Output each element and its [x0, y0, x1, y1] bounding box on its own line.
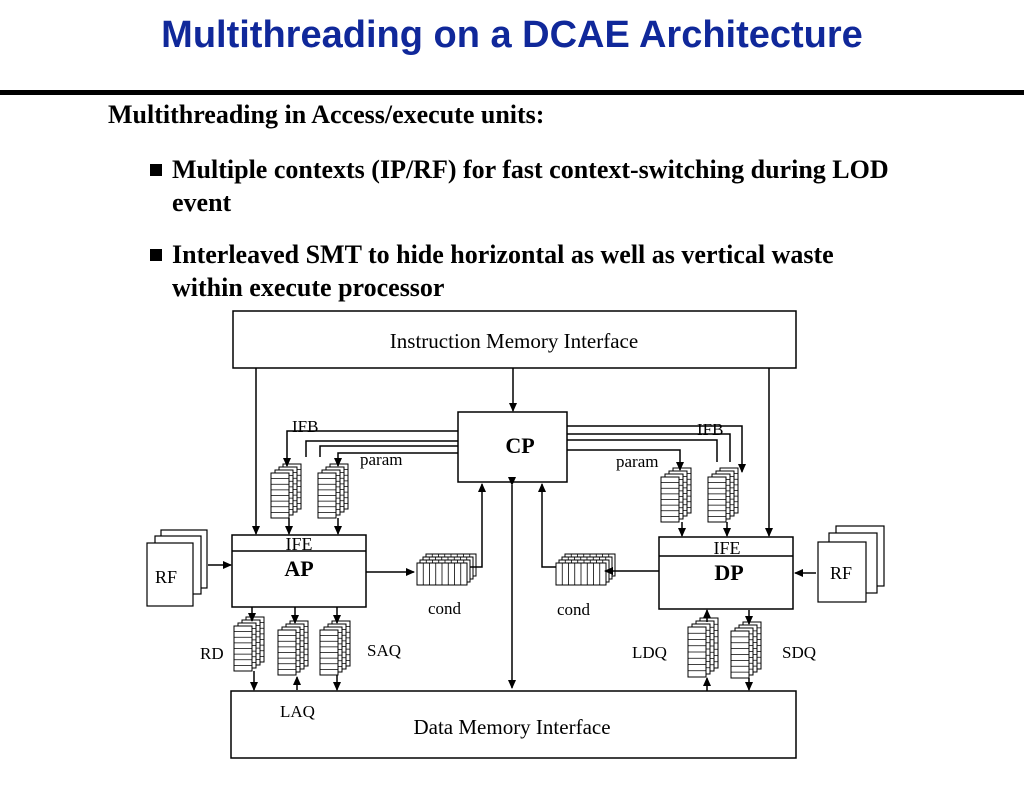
title-divider	[0, 90, 1024, 95]
ife-left-label: IFE	[286, 534, 313, 554]
rd-label: RD	[200, 644, 224, 663]
ap-label: AP	[284, 556, 313, 581]
bullet-item: Interleaved SMT to hide horizontal as we…	[146, 238, 906, 304]
rd-queue	[233, 616, 265, 672]
param-right-queue	[660, 467, 692, 523]
sdq-label: SDQ	[782, 643, 816, 662]
rf-right-stack: RF	[817, 525, 885, 603]
laq-queue	[277, 620, 309, 676]
laq-label: LAQ	[280, 702, 315, 721]
cond-queue-stacks	[416, 553, 616, 586]
instruction-memory-label: Instruction Memory Interface	[390, 329, 638, 353]
cp-label: CP	[505, 433, 534, 458]
sdq-queue	[730, 621, 762, 679]
param-right-label: param	[616, 452, 658, 471]
diagram-labels: IFB IFB param param cond cond RD SAQ LAQ…	[200, 417, 816, 721]
cond-left-queue	[416, 553, 477, 586]
bullet-text: Multiple contexts (IP/RF) for fast conte…	[172, 155, 889, 217]
rf-left-stack: RF	[146, 529, 208, 607]
ldq-queue	[687, 617, 719, 678]
dp-label: DP	[714, 560, 743, 585]
ldq-label: LDQ	[632, 643, 667, 662]
data-memory-interface-box: Data Memory Interface	[230, 690, 797, 759]
data-memory-label: Data Memory Interface	[413, 715, 610, 739]
ifb-right-label: IFB	[697, 420, 723, 439]
param-left-queue	[317, 463, 349, 519]
ap-box: IFE AP	[231, 534, 367, 608]
bullet-square-icon	[150, 249, 162, 261]
ifb-right-queue	[707, 467, 739, 523]
bullet-item: Multiple contexts (IP/RF) for fast conte…	[146, 153, 906, 219]
saq-queue	[319, 620, 351, 676]
ife-right-label: IFE	[714, 538, 741, 558]
cond-left-label: cond	[428, 599, 462, 618]
rf-right-label: RF	[830, 563, 852, 583]
ifb-left-queue	[270, 463, 302, 519]
bullet-text: Interleaved SMT to hide horizontal as we…	[172, 240, 834, 302]
saq-label: SAQ	[367, 641, 401, 660]
rf-left-label: RF	[155, 567, 177, 587]
instruction-memory-interface-box: Instruction Memory Interface	[232, 310, 797, 369]
cond-right-label: cond	[557, 600, 591, 619]
connections	[208, 368, 816, 691]
slide-title: Multithreading on a DCAE Architecture	[161, 14, 863, 56]
bullet-square-icon	[150, 164, 162, 176]
dp-box: IFE DP	[658, 536, 794, 610]
cp-box: CP	[457, 411, 568, 483]
queue-stacks	[233, 463, 762, 679]
param-left-label: param	[360, 450, 402, 469]
section-heading: Multithreading in Access/execute units:	[108, 100, 545, 129]
cond-right-queue	[555, 553, 616, 586]
ifb-left-label: IFB	[292, 417, 318, 436]
